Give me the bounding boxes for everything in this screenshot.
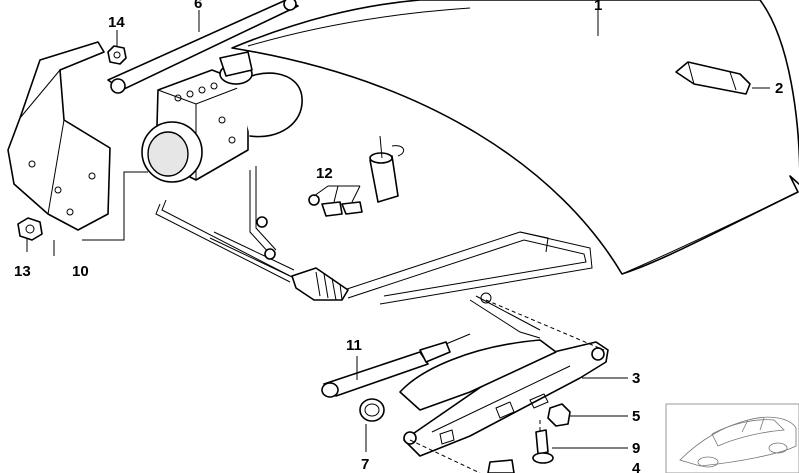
part-5-clip[interactable] <box>547 403 571 427</box>
callout-4: 4 <box>632 460 641 473</box>
callout-6: 6 <box>194 0 202 12</box>
callout-labels: 1 2 3 4 5 6 7 9 10 11 12 13 14 <box>14 0 783 473</box>
callout-10: 10 <box>72 263 89 280</box>
callout-13: 13 <box>14 263 31 280</box>
callout-9: 9 <box>632 440 640 457</box>
part-7-ring[interactable] <box>359 398 385 422</box>
part-11-lower-strut[interactable] <box>321 333 471 398</box>
callout-14: 14 <box>108 14 125 31</box>
part-9-bolt[interactable] <box>532 429 554 464</box>
hydraulic-lines[interactable] <box>155 166 593 305</box>
callout-12: 12 <box>316 165 333 182</box>
callout-3: 3 <box>632 370 640 387</box>
part-1-lid-cover[interactable] <box>231 0 799 275</box>
callout-7: 7 <box>361 456 369 473</box>
part-13-nut[interactable] <box>17 217 43 241</box>
callout-1: 1 <box>594 0 602 14</box>
part-4-bumper[interactable] <box>487 459 515 473</box>
callout-2: 2 <box>775 80 783 97</box>
hydraulic-unit[interactable] <box>141 51 303 183</box>
part-3-hinge[interactable] <box>399 292 609 457</box>
leader-lines <box>26 0 770 452</box>
part-14-nut[interactable] <box>107 45 127 65</box>
callout-11: 11 <box>346 337 362 354</box>
callout-5: 5 <box>632 408 640 425</box>
part-2-cover-cap[interactable] <box>675 61 751 95</box>
part-12-fastener-set[interactable] <box>308 135 405 217</box>
vehicle-locator-thumbnail <box>665 403 799 473</box>
part-10-bracket[interactable] <box>7 41 111 231</box>
part-6-gas-strut[interactable] <box>107 0 299 94</box>
